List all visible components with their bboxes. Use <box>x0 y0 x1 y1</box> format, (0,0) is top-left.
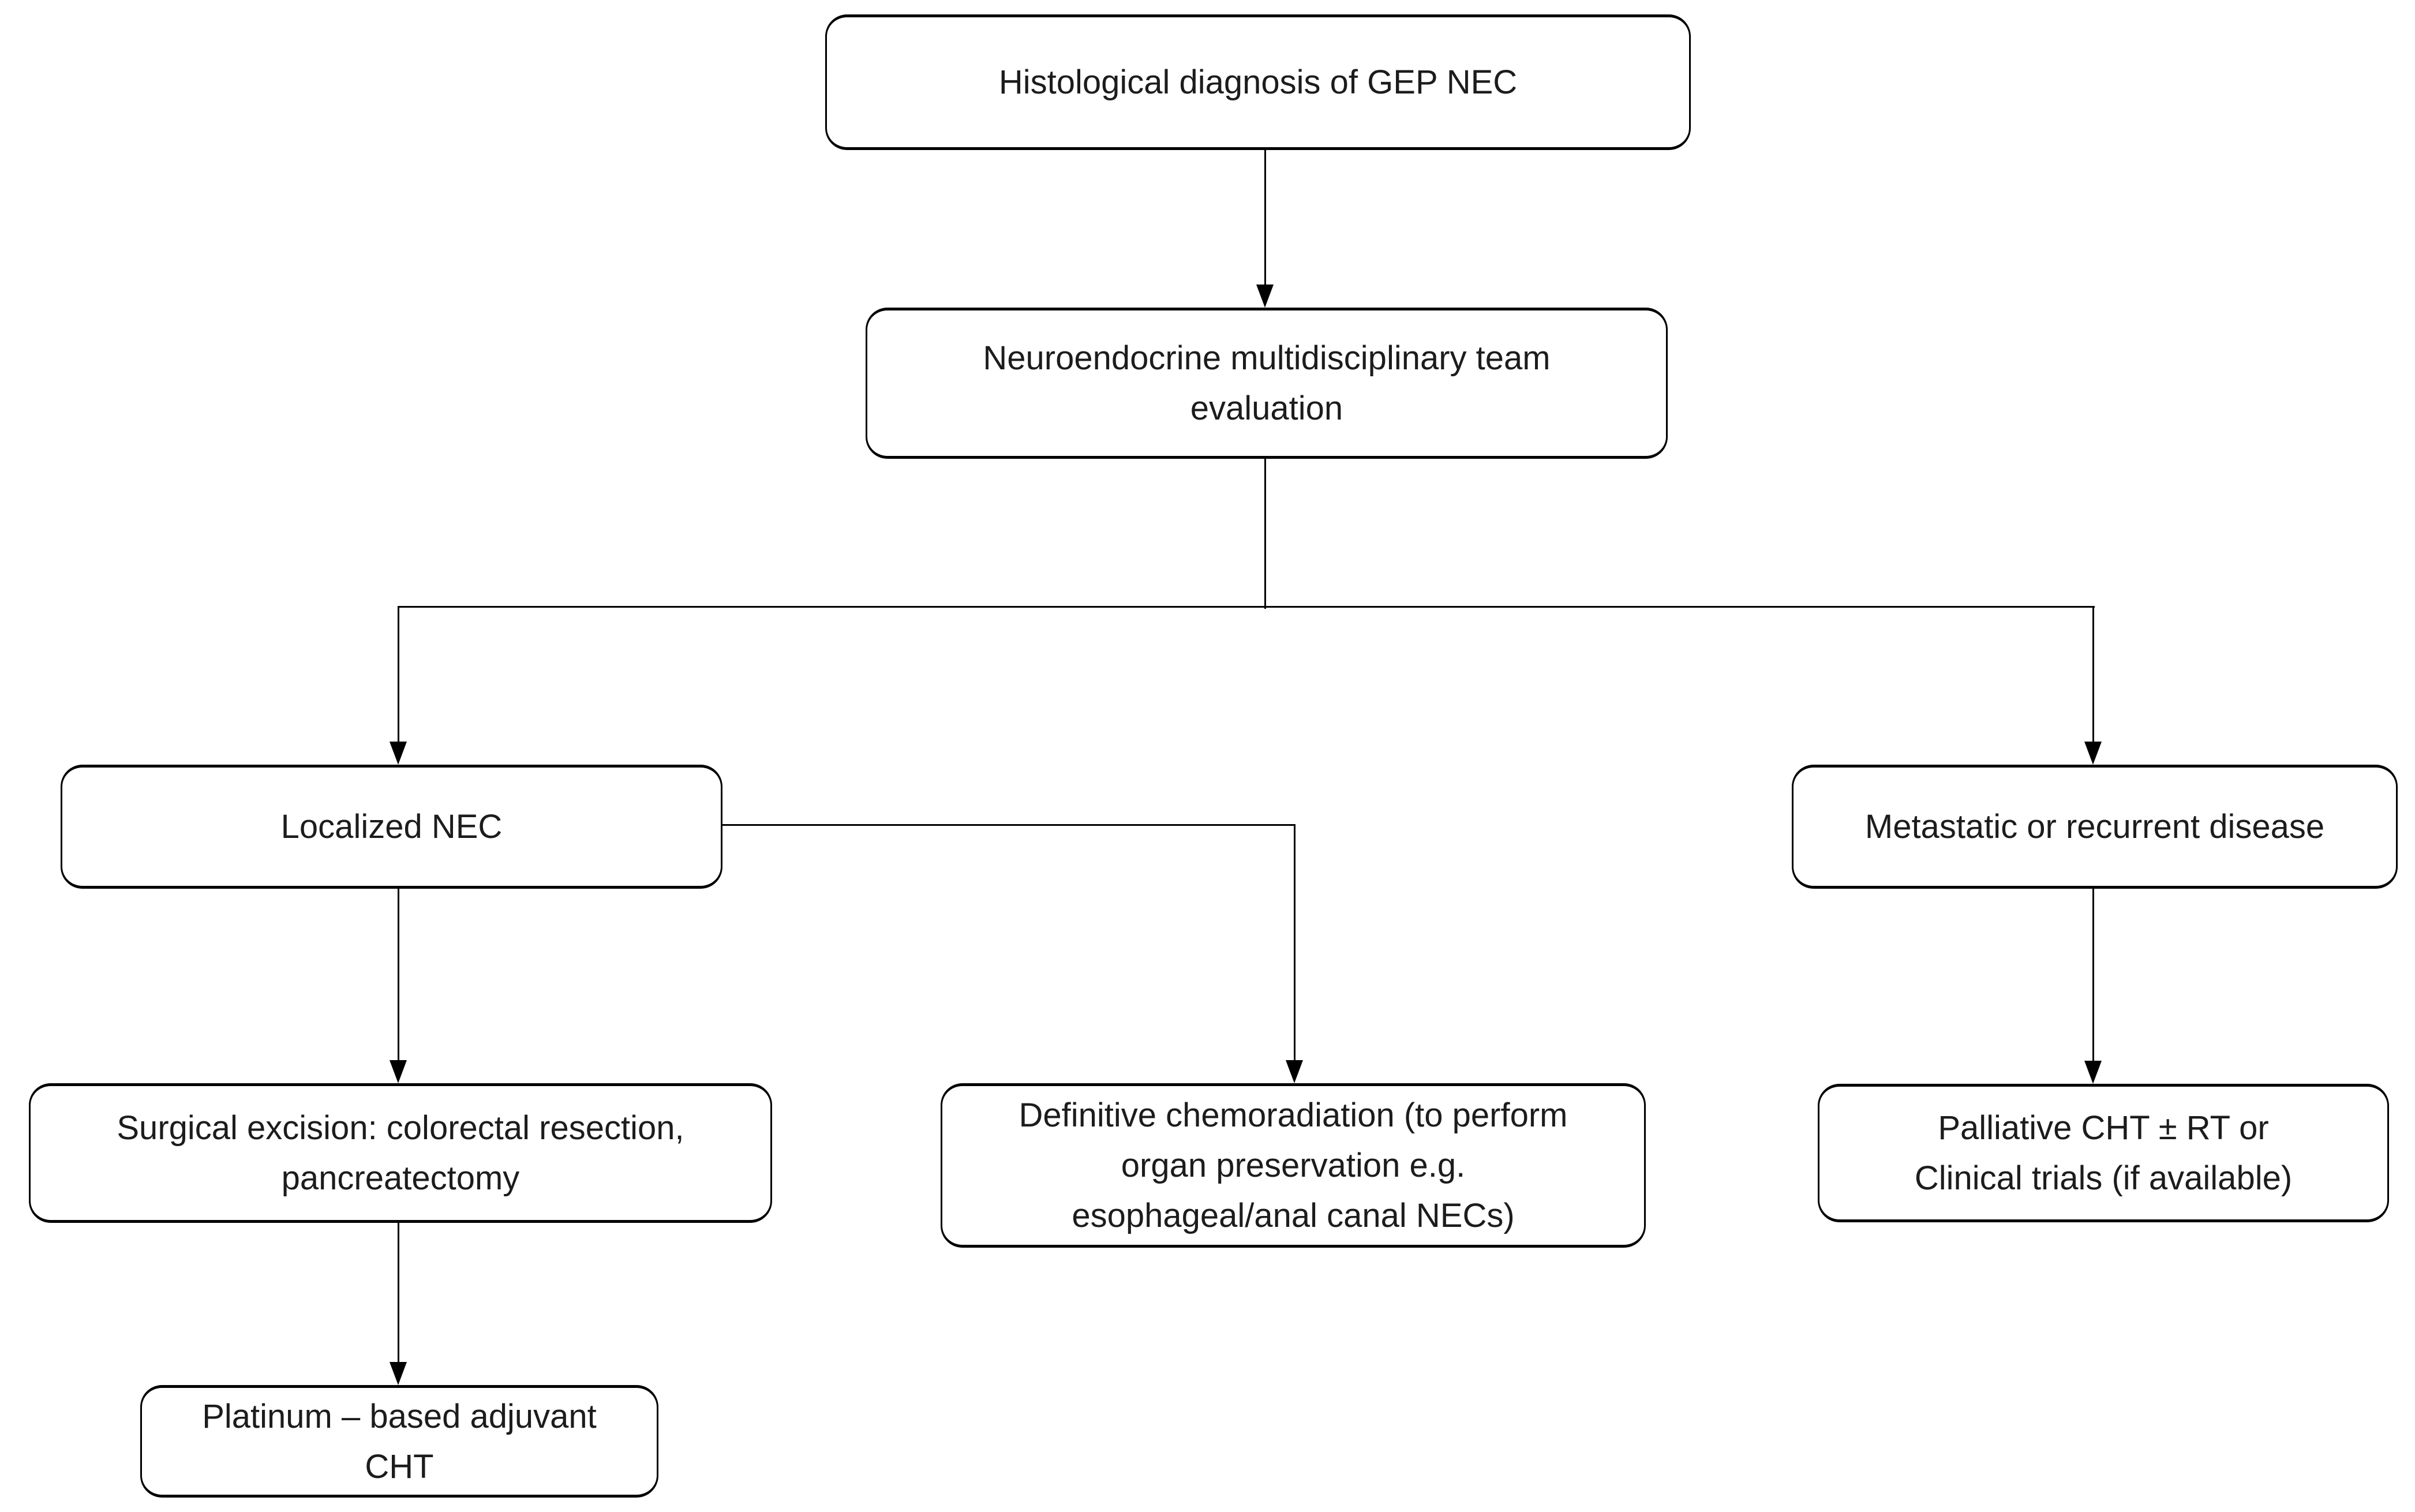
connector-surgical-to-platinum <box>398 1223 399 1364</box>
node-definitive-chemoradiation-label: Definitive chemoradiation (to perform or… <box>1019 1096 1568 1234</box>
node-palliative-cht: Palliative CHT ± RT or Clinical trials (… <box>1818 1084 2389 1222</box>
node-definitive-chemoradiation: Definitive chemoradiation (to perform or… <box>941 1083 1646 1248</box>
node-histological-diagnosis: Histological diagnosis of GEP NEC <box>825 14 1691 150</box>
node-platinum-adjuvant-cht-label: Platinum – based adjuvant CHT <box>202 1397 597 1485</box>
connector-branch-bar <box>398 606 2095 608</box>
node-mdt-evaluation: Neuroendocrine multidisciplinary team ev… <box>866 308 1668 459</box>
arrowhead-surgical-to-platinum <box>390 1362 407 1385</box>
connector-metastatic-to-palliative <box>2092 889 2094 1062</box>
node-localized-nec-label: Localized NEC <box>280 808 503 845</box>
node-palliative-cht-label: Palliative CHT ± RT or Clinical trials (… <box>1914 1109 2293 1197</box>
node-surgical-excision: Surgical excision: colorectal resection,… <box>29 1083 772 1223</box>
connector-mdt-stem <box>1264 459 1266 609</box>
node-histological-diagnosis-label: Histological diagnosis of GEP NEC <box>998 63 1518 101</box>
arrowhead-localized-to-surgical <box>390 1060 407 1083</box>
node-metastatic-recurrent: Metastatic or recurrent disease <box>1792 765 2398 889</box>
node-mdt-evaluation-label: Neuroendocrine multidisciplinary team ev… <box>983 339 1551 427</box>
node-metastatic-recurrent-label: Metastatic or recurrent disease <box>1864 808 2325 845</box>
node-surgical-excision-label: Surgical excision: colorectal resection,… <box>117 1109 684 1197</box>
node-localized-nec: Localized NEC <box>61 765 722 889</box>
connector-localized-to-surgical <box>398 889 399 1062</box>
node-platinum-adjuvant-cht: Platinum – based adjuvant CHT <box>140 1385 658 1498</box>
connector-branch-to-metastatic <box>2092 606 2094 743</box>
arrowhead-diagnosis-to-mdt <box>1256 285 1274 308</box>
connector-localized-elbow-horizontal <box>722 824 1296 826</box>
arrowhead-elbow-to-chemoradiation <box>1286 1060 1303 1083</box>
arrowhead-metastatic-to-palliative <box>2084 1061 2102 1084</box>
arrowhead-branch-to-metastatic <box>2084 742 2102 765</box>
connector-diagnosis-to-mdt <box>1264 150 1266 287</box>
connector-branch-to-localized <box>398 606 399 743</box>
arrowhead-branch-to-localized <box>390 742 407 765</box>
connector-elbow-to-chemoradiation <box>1294 824 1296 1062</box>
